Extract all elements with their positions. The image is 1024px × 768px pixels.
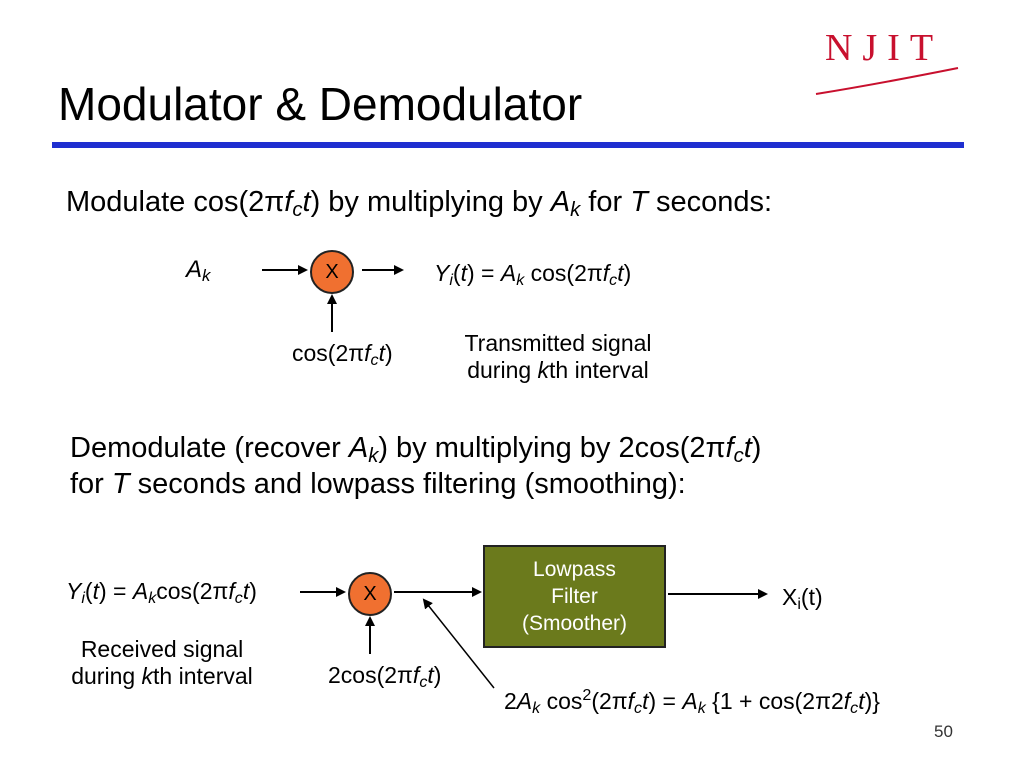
demod-pointer-arrow	[422, 598, 495, 689]
modulate-statement: Modulate cos(2πfct) by multiplying by Ak…	[66, 186, 773, 222]
demod-carrier-label: 2cos(2πfct)	[328, 662, 442, 692]
demod-output-label: Xi(t)	[782, 584, 823, 614]
mod-mixer: X	[310, 250, 354, 294]
product-identity-equation: 2Ak cos2(2πfct) = Ak {1 + cos(2π2fct)}	[504, 686, 880, 718]
demod-caption: Received signal during kth interval	[71, 636, 253, 689]
mod-carrier-label: cos(2πfct)	[292, 340, 393, 370]
demodulate-statement: Demodulate (recover Ak) by multiplying b…	[70, 432, 762, 500]
logo-swoosh-icon	[815, 67, 959, 95]
demod-mixer: X	[348, 572, 392, 616]
lowpass-filter-block: Lowpass Filter (Smoother)	[483, 545, 666, 648]
mod-input-label: Ak	[186, 256, 211, 286]
mod-output-label: Yi(t) = Ak cos(2πfct)	[434, 260, 632, 290]
logo-text: NJIT	[824, 27, 944, 69]
njit-logo: NJIT	[808, 28, 960, 98]
demod-input-label: Yi(t) = Akcos(2πfct)	[66, 578, 257, 608]
mod-caption: Transmitted signal during kth interval	[464, 330, 652, 383]
page-title: Modulator & Demodulator	[58, 78, 583, 130]
page-number: 50	[934, 722, 953, 741]
title-divider	[52, 142, 964, 148]
